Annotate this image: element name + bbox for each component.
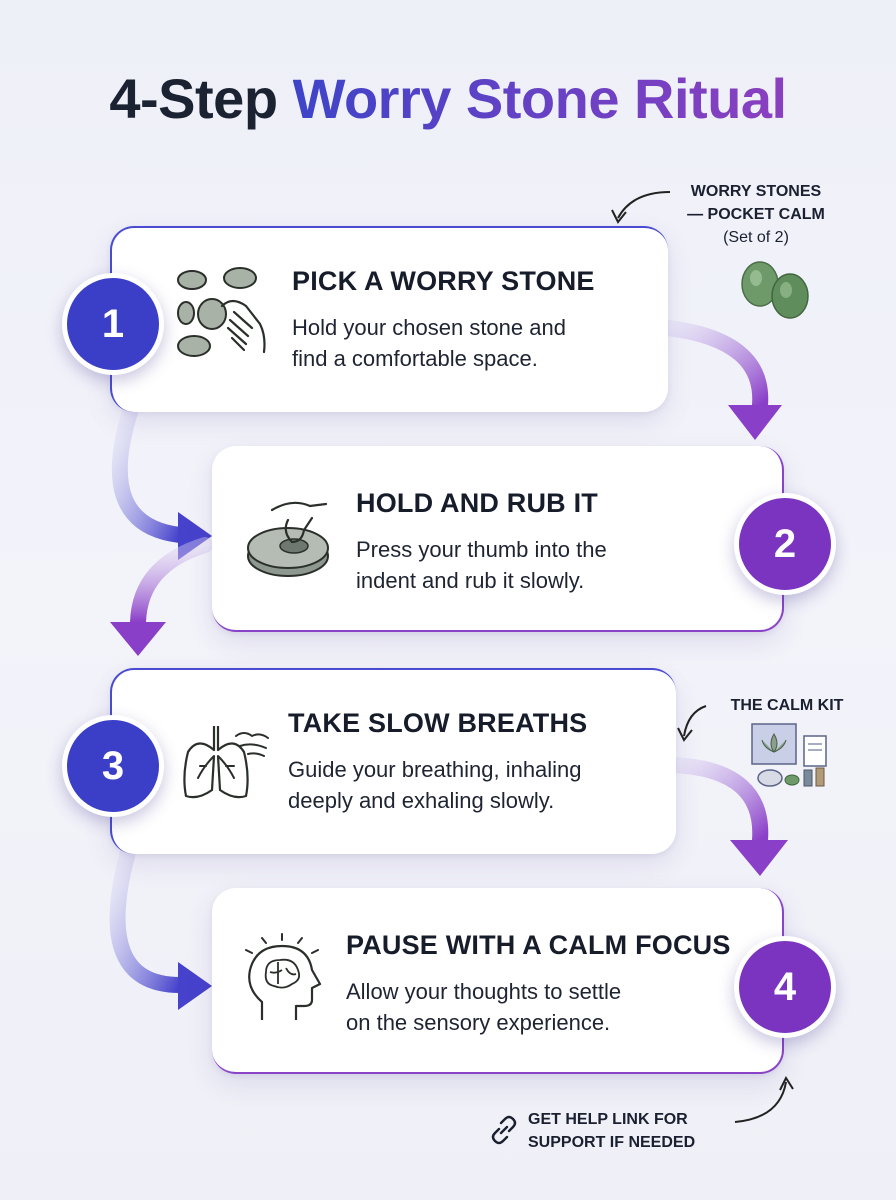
calm-kit-product-image	[751, 723, 827, 787]
step-card-4	[212, 888, 784, 1074]
step-title-3: TAKE SLOW BREATHS	[288, 708, 588, 738]
note-help-link[interactable]: GET HELP LINK FOR SUPPORT IF NEEDED	[528, 1108, 695, 1154]
note-worry-stones-line1: WORRY STONES	[690, 183, 822, 200]
brain-head-icon	[245, 933, 322, 1020]
step-desc-1-line2: find a comfortable space.	[292, 346, 538, 371]
green-stones-product-image	[741, 261, 809, 319]
note-pointer-calm-kit	[683, 705, 707, 737]
page-title: 4-Step Worry Stone Ritual	[0, 66, 896, 131]
step-badge-1: 1	[62, 273, 164, 375]
step-badge-2: 2	[734, 493, 836, 595]
arrow-1-to-2	[660, 320, 769, 413]
arrow-left-into-2	[111, 404, 188, 543]
stones-hand-icon	[177, 267, 266, 357]
step-title-2: HOLD AND RUB IT	[356, 488, 598, 518]
arrow-3-to-4-head	[730, 840, 788, 876]
thumb-stone-icon	[247, 501, 329, 577]
step-desc-2: Press your thumb into the indent and rub…	[356, 534, 716, 596]
link-icon	[491, 1115, 517, 1145]
step-desc-1-line1: Hold your chosen stone and	[292, 315, 566, 340]
arrow-3-to-4	[667, 757, 769, 848]
step-desc-4-line1: Allow your thoughts to settle	[346, 979, 622, 1004]
arrow-2-to-3-head	[110, 622, 166, 656]
note-worry-stones-line2: — POCKET CALM	[687, 206, 825, 223]
note-pointer-worry-stones	[617, 191, 671, 219]
note-calm-kit-line1: THE CALM KIT	[730, 697, 844, 714]
step-desc-4-line2: on the sensory experience.	[346, 1010, 611, 1035]
lungs-icon	[183, 726, 269, 799]
arrow-left-into-4-head	[178, 962, 212, 1010]
step-badge-3: 3	[62, 715, 164, 817]
title-prefix: 4-Step	[109, 67, 278, 130]
step-badge-4: 4	[734, 936, 836, 1038]
note-worry-stones: WORRY STONES — POCKET CALM (Set of 2)	[676, 180, 836, 249]
step-title-1: PICK A WORRY STONE	[292, 266, 595, 296]
step-desc-3: Guide your breathing, inhaling deeply an…	[288, 754, 668, 816]
arrow-left-into-4	[109, 844, 188, 993]
note-help-line2: SUPPORT IF NEEDED	[528, 1134, 696, 1151]
step-desc-1: Hold your chosen stone and find a comfor…	[292, 312, 652, 374]
note-calm-kit: THE CALM KIT	[712, 694, 862, 717]
arrow-2-to-3	[130, 537, 213, 630]
step-card-3	[110, 668, 676, 854]
title-main: Worry Stone Ritual	[292, 67, 788, 130]
step-desc-2-line2: indent and rub it slowly.	[356, 568, 585, 593]
step-desc-4: Allow your thoughts to settle on the sen…	[346, 976, 726, 1038]
arrow-1-to-2-head	[728, 405, 782, 440]
step-desc-3-line1: Guide your breathing, inhaling	[288, 757, 582, 782]
step-title-4: PAUSE WITH A CALM FOCUS	[346, 930, 731, 960]
step-desc-2-line1: Press your thumb into the	[356, 537, 607, 562]
note-pointer-help	[734, 1081, 787, 1123]
note-worry-stones-line3: (Set of 2)	[723, 229, 789, 246]
step-desc-3-line2: deeply and exhaling slowly.	[288, 788, 555, 813]
note-help-line1: GET HELP LINK FOR	[528, 1111, 688, 1128]
